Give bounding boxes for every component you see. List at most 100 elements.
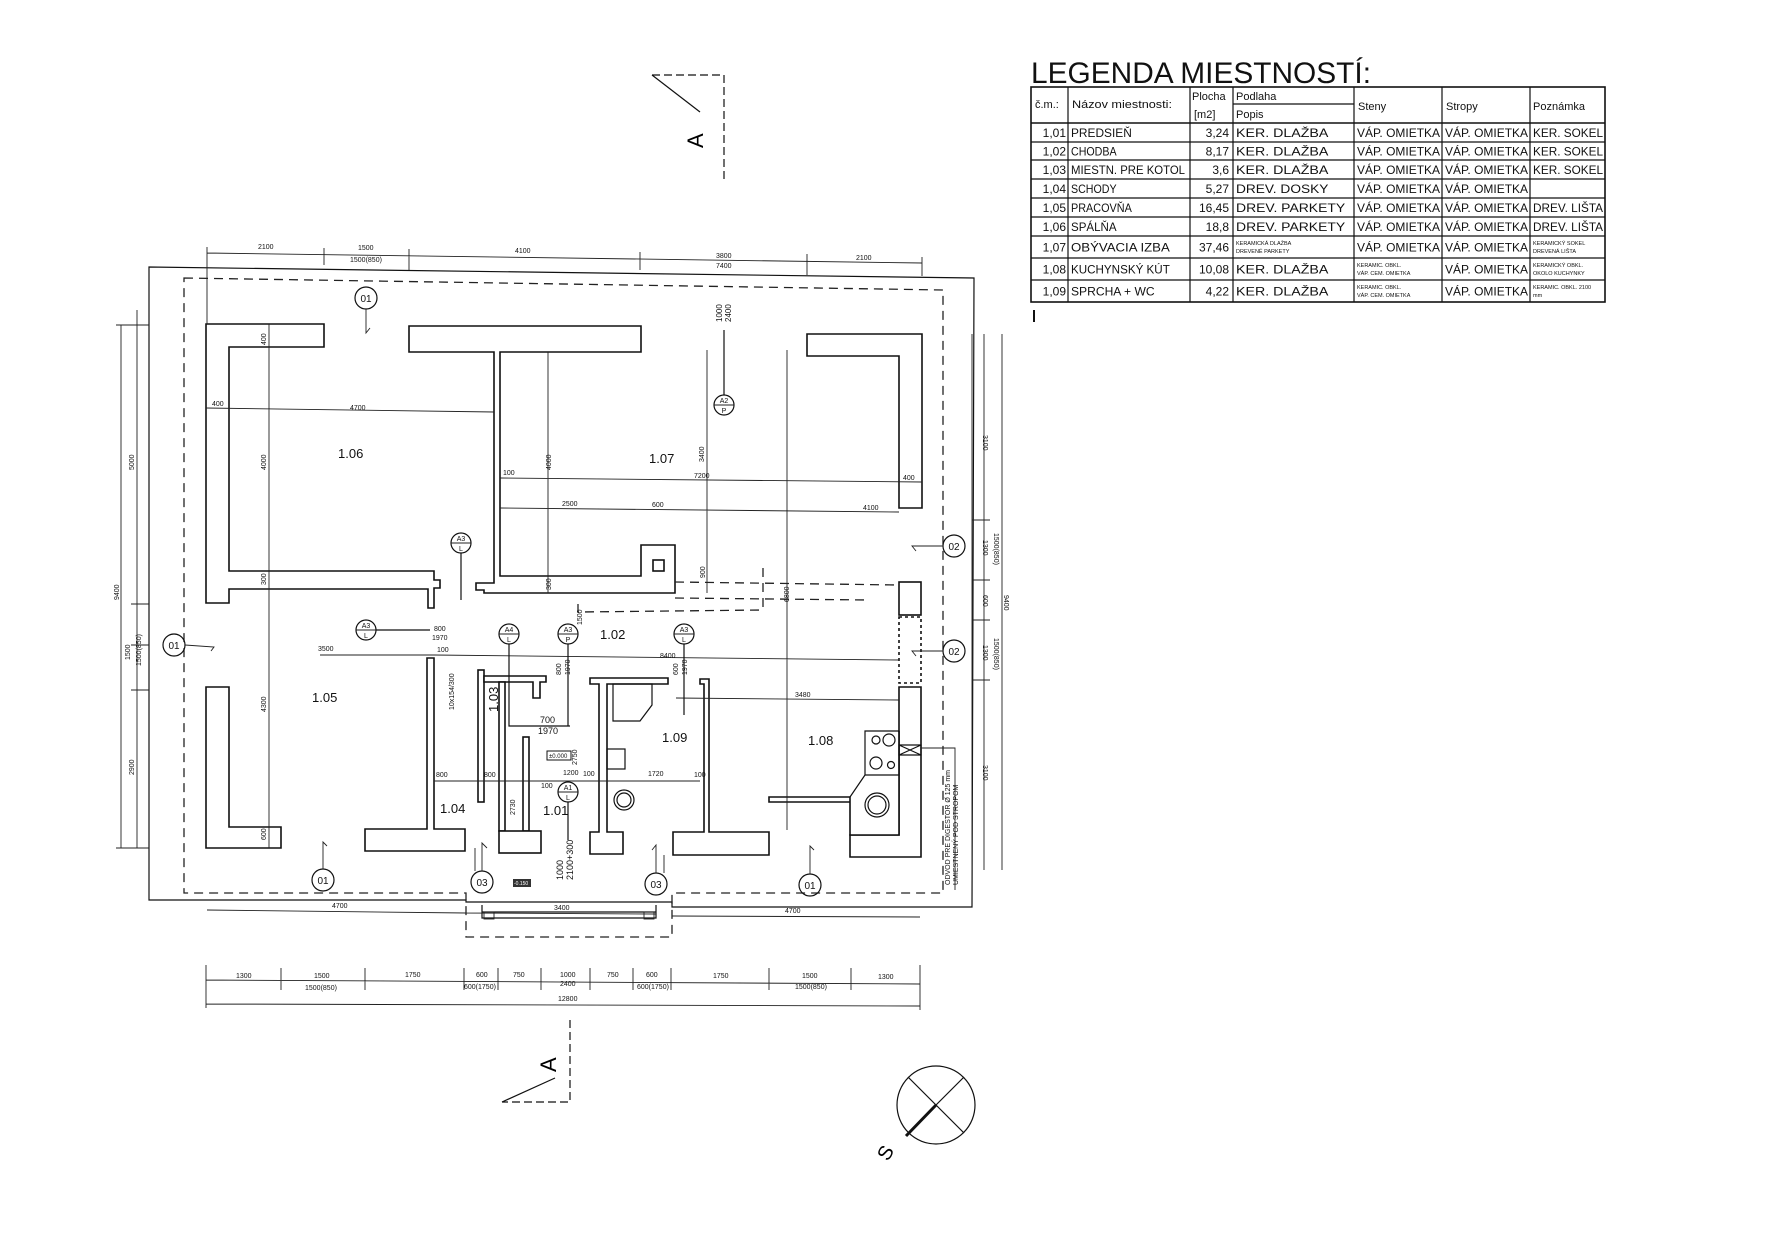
dim-label: 9400 xyxy=(1002,595,1009,611)
dim-label: 1300 xyxy=(981,645,988,661)
legend-cell-ceil: VÁP. OMIETKA xyxy=(1445,240,1528,255)
level-label: ±0.000 xyxy=(549,754,568,760)
legend-cell-walls1: KERAMIC. OBKL. xyxy=(1357,285,1402,291)
dim-label: 5000 xyxy=(129,454,136,470)
legend-cell-floor: KER. DLAŽBA xyxy=(1236,144,1328,159)
legend-cell-name: CHODBA xyxy=(1071,145,1117,159)
dim-label: 1500(850) xyxy=(992,638,999,670)
room-1-03: 1.03 xyxy=(486,687,501,712)
legend-title: LEGENDA MIESTNOSTÍ: xyxy=(1031,57,1371,90)
header-nazov: Názov miestnosti: xyxy=(1072,99,1172,111)
marker-label: 02 xyxy=(948,542,960,553)
view-marker-01: 01 xyxy=(798,844,822,897)
view-marker-01: 01 xyxy=(354,286,378,335)
legend-cell-name: OBÝVACIA IZBA xyxy=(1071,240,1170,255)
section-marker-top: A1 xyxy=(564,785,573,792)
dim-label: 12800 xyxy=(558,996,578,1003)
legend-cell-note: DREV. LIŠTA xyxy=(1533,200,1603,215)
dim-label: 2400 xyxy=(724,304,733,322)
legend-cell-note2: OKOLO KUCHYNKY xyxy=(1533,271,1585,277)
legend-cell-note: DREV. LIŠTA xyxy=(1533,219,1603,234)
view-marker-01: 01 xyxy=(162,633,215,657)
header-plocha: Plocha xyxy=(1192,91,1227,103)
legend-cell-ceil: VÁP. OMIETKA xyxy=(1445,144,1528,159)
legend-cell-name: SPÁLŇA xyxy=(1071,219,1117,234)
dim-label: 4100 xyxy=(515,248,531,255)
header-stropy: Stropy xyxy=(1446,101,1478,113)
dim-label: 4100 xyxy=(863,505,879,512)
section-marker-bottom: P xyxy=(722,408,727,415)
header-podlaha: Podlaha xyxy=(1236,91,1277,103)
view-marker-03: 03 xyxy=(470,841,494,894)
legend-cell-note1: KERAMIC. OBKL. 2100 xyxy=(1533,285,1591,291)
dim-label: 900 xyxy=(700,566,707,578)
section-marker: A3L xyxy=(355,619,430,641)
building-outline xyxy=(148,266,975,938)
section-markers: A3L A2P A3L A4L A3P A3L A1L xyxy=(355,330,735,840)
section-marker-top: A2 xyxy=(720,398,729,405)
legend-cell-name: PRACOVŇA xyxy=(1071,200,1132,215)
header-poznamka: Poznámka xyxy=(1533,101,1586,113)
dim-label: 1500(850) xyxy=(305,985,337,992)
dim-label: 400 xyxy=(261,333,268,345)
dim-label: 2750 xyxy=(572,749,579,765)
legend-cell-walls: VÁP. OMIETKA xyxy=(1357,200,1440,215)
dim-label: 1500(850) xyxy=(795,984,827,991)
kitchen-note-line-2: UMIESTNENÝ POD STROPOM xyxy=(951,784,960,885)
legend-cell-c: 1,04 xyxy=(1043,182,1067,196)
legend-cell-walls: VÁP. OMIETKA xyxy=(1357,240,1440,255)
dim-label: 2500 xyxy=(562,501,578,508)
view-marker-03: 03 xyxy=(644,843,668,896)
view-marker-01: 01 xyxy=(311,840,335,892)
dim-label: 1300 xyxy=(236,973,252,980)
dim-label: 100 xyxy=(694,772,706,779)
marker-label: 01 xyxy=(360,294,372,305)
legend-cell-ceil: VÁP. OMIETKA xyxy=(1445,200,1528,215)
section-cut-bottom: A xyxy=(501,1020,571,1103)
legend-cell-area: 18,8 xyxy=(1206,220,1230,234)
dim-label: 1500 xyxy=(314,973,330,980)
dim-label: 1500 xyxy=(358,245,374,252)
dim-label: 800 xyxy=(436,772,448,779)
section-marker: A3L xyxy=(673,623,695,715)
section-marker: A2P xyxy=(713,330,735,416)
legend-cell-floor: KER. DLAŽBA xyxy=(1236,262,1328,277)
dim-label: 1970 xyxy=(682,659,689,675)
room-labels: 1.01 1.02 1.03 1.04 1.05 1.06 1.07 1.08 … xyxy=(312,446,833,818)
header-popis: Popis xyxy=(1236,109,1264,121)
view-marker-02: 02 xyxy=(911,534,966,558)
dim-label: 1500(850) xyxy=(136,634,143,666)
section-marker-top: A3 xyxy=(362,623,371,630)
dimension-lines xyxy=(116,247,1003,1010)
dim-label: 600 xyxy=(646,972,658,979)
dim-label: 1750 xyxy=(713,973,729,980)
marker-label: 03 xyxy=(650,880,662,891)
dim-label: 1500 xyxy=(577,609,584,625)
legend-cell-floor: DREV. PARKETY xyxy=(1236,220,1345,234)
marker-label: 03 xyxy=(476,878,488,889)
legend-cell-area: 3,6 xyxy=(1212,163,1229,177)
legend-cell-name: SPRCHA + WC xyxy=(1071,285,1155,299)
dim-label: 6800 xyxy=(784,586,791,602)
section-cut-label: A xyxy=(683,133,708,148)
dim-label: 100 xyxy=(583,771,595,778)
section-marker: A3L xyxy=(450,532,472,600)
legend-cell-walls: VÁP. OMIETKA xyxy=(1357,162,1440,177)
room-1-05: 1.05 xyxy=(312,690,337,705)
dim-label: 4700 xyxy=(785,908,801,915)
section-marker-bottom: L xyxy=(566,795,570,802)
marker-label: 02 xyxy=(948,647,960,658)
legend-cell-area: 3,24 xyxy=(1206,126,1230,140)
legend-cell-floor: DREV. DOSKY xyxy=(1236,182,1328,196)
dim-label: 1500 xyxy=(802,973,818,980)
dim-label: 600(1750) xyxy=(637,984,669,991)
dim-label: 300 xyxy=(546,578,553,590)
dim-label: 800 xyxy=(556,663,563,675)
dim-label: 2730 xyxy=(510,799,517,815)
dim-label: 4700 xyxy=(350,405,366,412)
section-marker-bottom: L xyxy=(507,637,511,644)
dim-label: 1200 xyxy=(563,770,579,777)
dim-label: 600(1750) xyxy=(464,984,496,991)
walls xyxy=(205,323,923,858)
